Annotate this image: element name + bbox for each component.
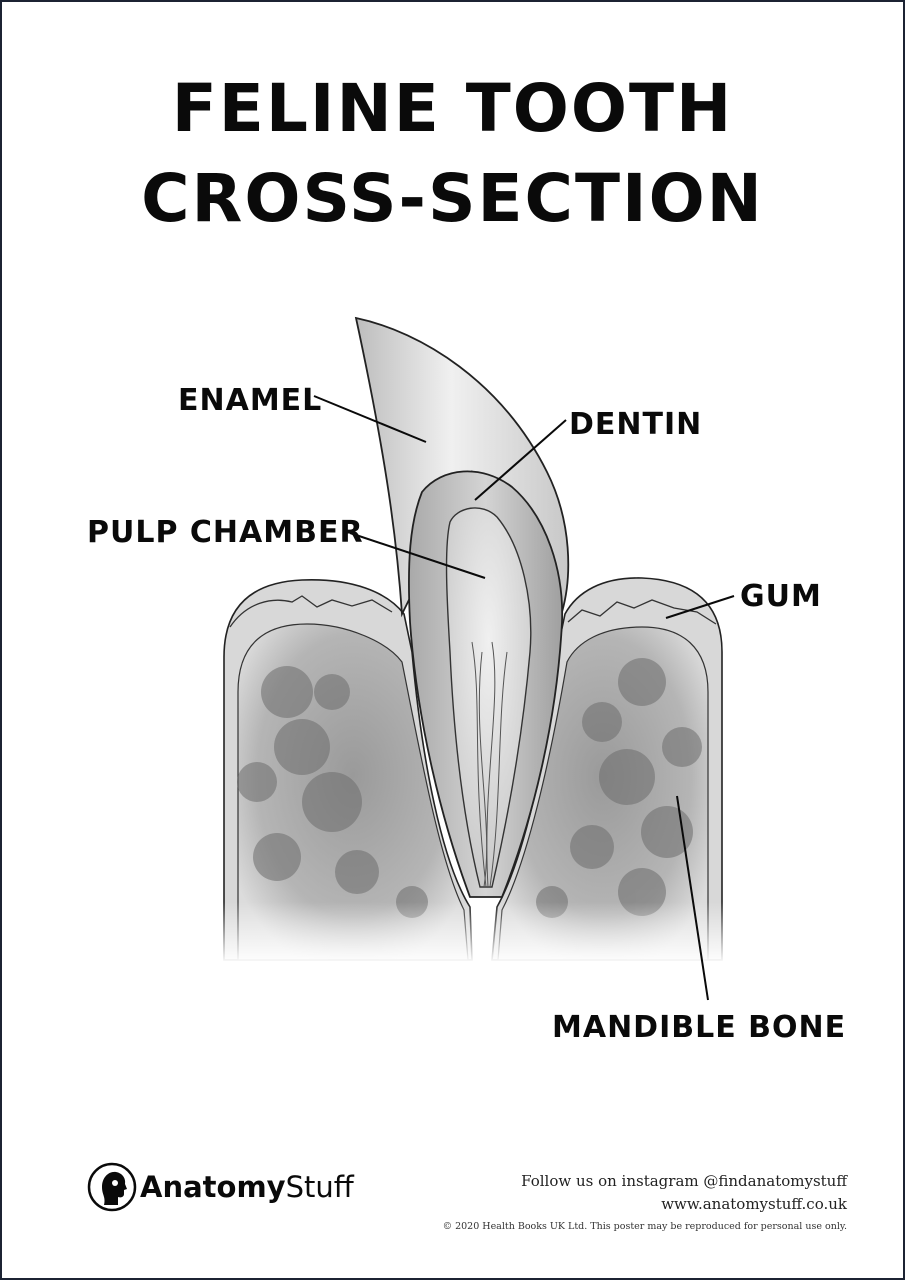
footer-info: Follow us on instagram @findanatomystuff… — [443, 1170, 847, 1238]
pulp-shape — [445, 507, 532, 888]
poster-title: FELINE TOOTH CROSS-SECTION — [2, 64, 903, 244]
head-silhouette-icon — [87, 1162, 137, 1212]
brand-name-light: Stuff — [285, 1170, 354, 1204]
brand-logo: AnatomyStuff — [86, 1160, 354, 1214]
instagram-text: Follow us on instagram @findanatomystuff — [521, 1172, 847, 1190]
title-line-1: FELINE TOOTH — [171, 70, 734, 147]
copyright-text: © 2020 Health Books UK Ltd. This poster … — [442, 1221, 847, 1232]
label-enamel: ENAMEL — [178, 383, 322, 418]
label-pulp-chamber: PULP CHAMBER — [87, 515, 364, 550]
nerve-fibres — [471, 641, 508, 888]
website-link[interactable]: www.anatomystuff.co.uk — [661, 1195, 847, 1213]
title-line-2: CROSS-SECTION — [141, 160, 764, 237]
leader-lines — [313, 395, 735, 1001]
enamel-shape — [354, 316, 570, 618]
brand-name-bold: Anatomy — [140, 1170, 286, 1204]
label-gum: GUM — [740, 579, 822, 614]
label-mandible-bone: MANDIBLE BONE — [552, 1010, 846, 1045]
brand-name: AnatomyStuff — [140, 1170, 354, 1204]
label-dentin: DENTIN — [569, 407, 702, 442]
